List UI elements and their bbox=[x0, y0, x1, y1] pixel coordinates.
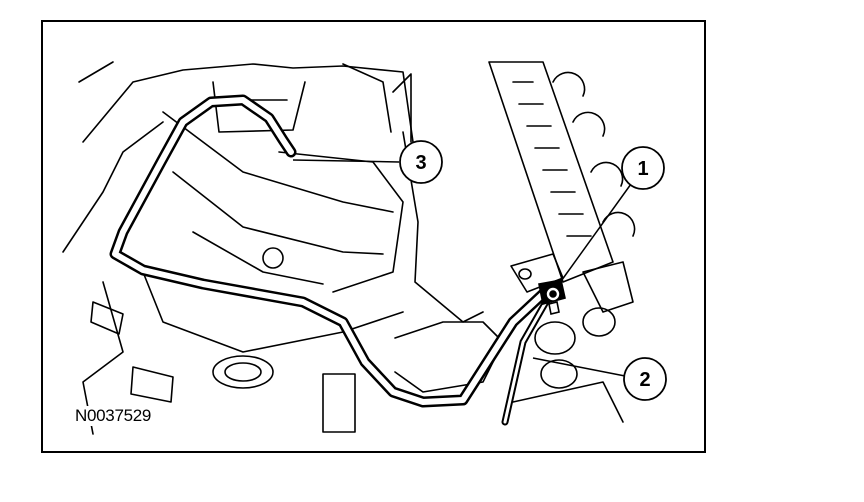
callout-3-label: 3 bbox=[415, 152, 426, 174]
leader-line-2 bbox=[532, 357, 626, 377]
callout-1-label: 1 bbox=[637, 158, 648, 180]
intake-manifold-linework bbox=[488, 61, 636, 313]
leader-line-3 bbox=[292, 159, 400, 163]
callout-2: 2 bbox=[623, 357, 667, 401]
leader-line-1 bbox=[558, 183, 632, 285]
callout-1: 1 bbox=[621, 146, 665, 190]
hose-assembly bbox=[109, 94, 551, 426]
figure-frame: 3 1 2 N0037529 bbox=[41, 20, 706, 453]
callout-2-label: 2 bbox=[639, 369, 650, 391]
figure-reference-code: N0037529 bbox=[73, 406, 154, 426]
sensor-fitting bbox=[538, 279, 566, 315]
engine-block-linework bbox=[62, 61, 624, 435]
engine-illustration: 3 1 2 bbox=[62, 61, 667, 435]
callout-3: 3 bbox=[399, 140, 443, 184]
